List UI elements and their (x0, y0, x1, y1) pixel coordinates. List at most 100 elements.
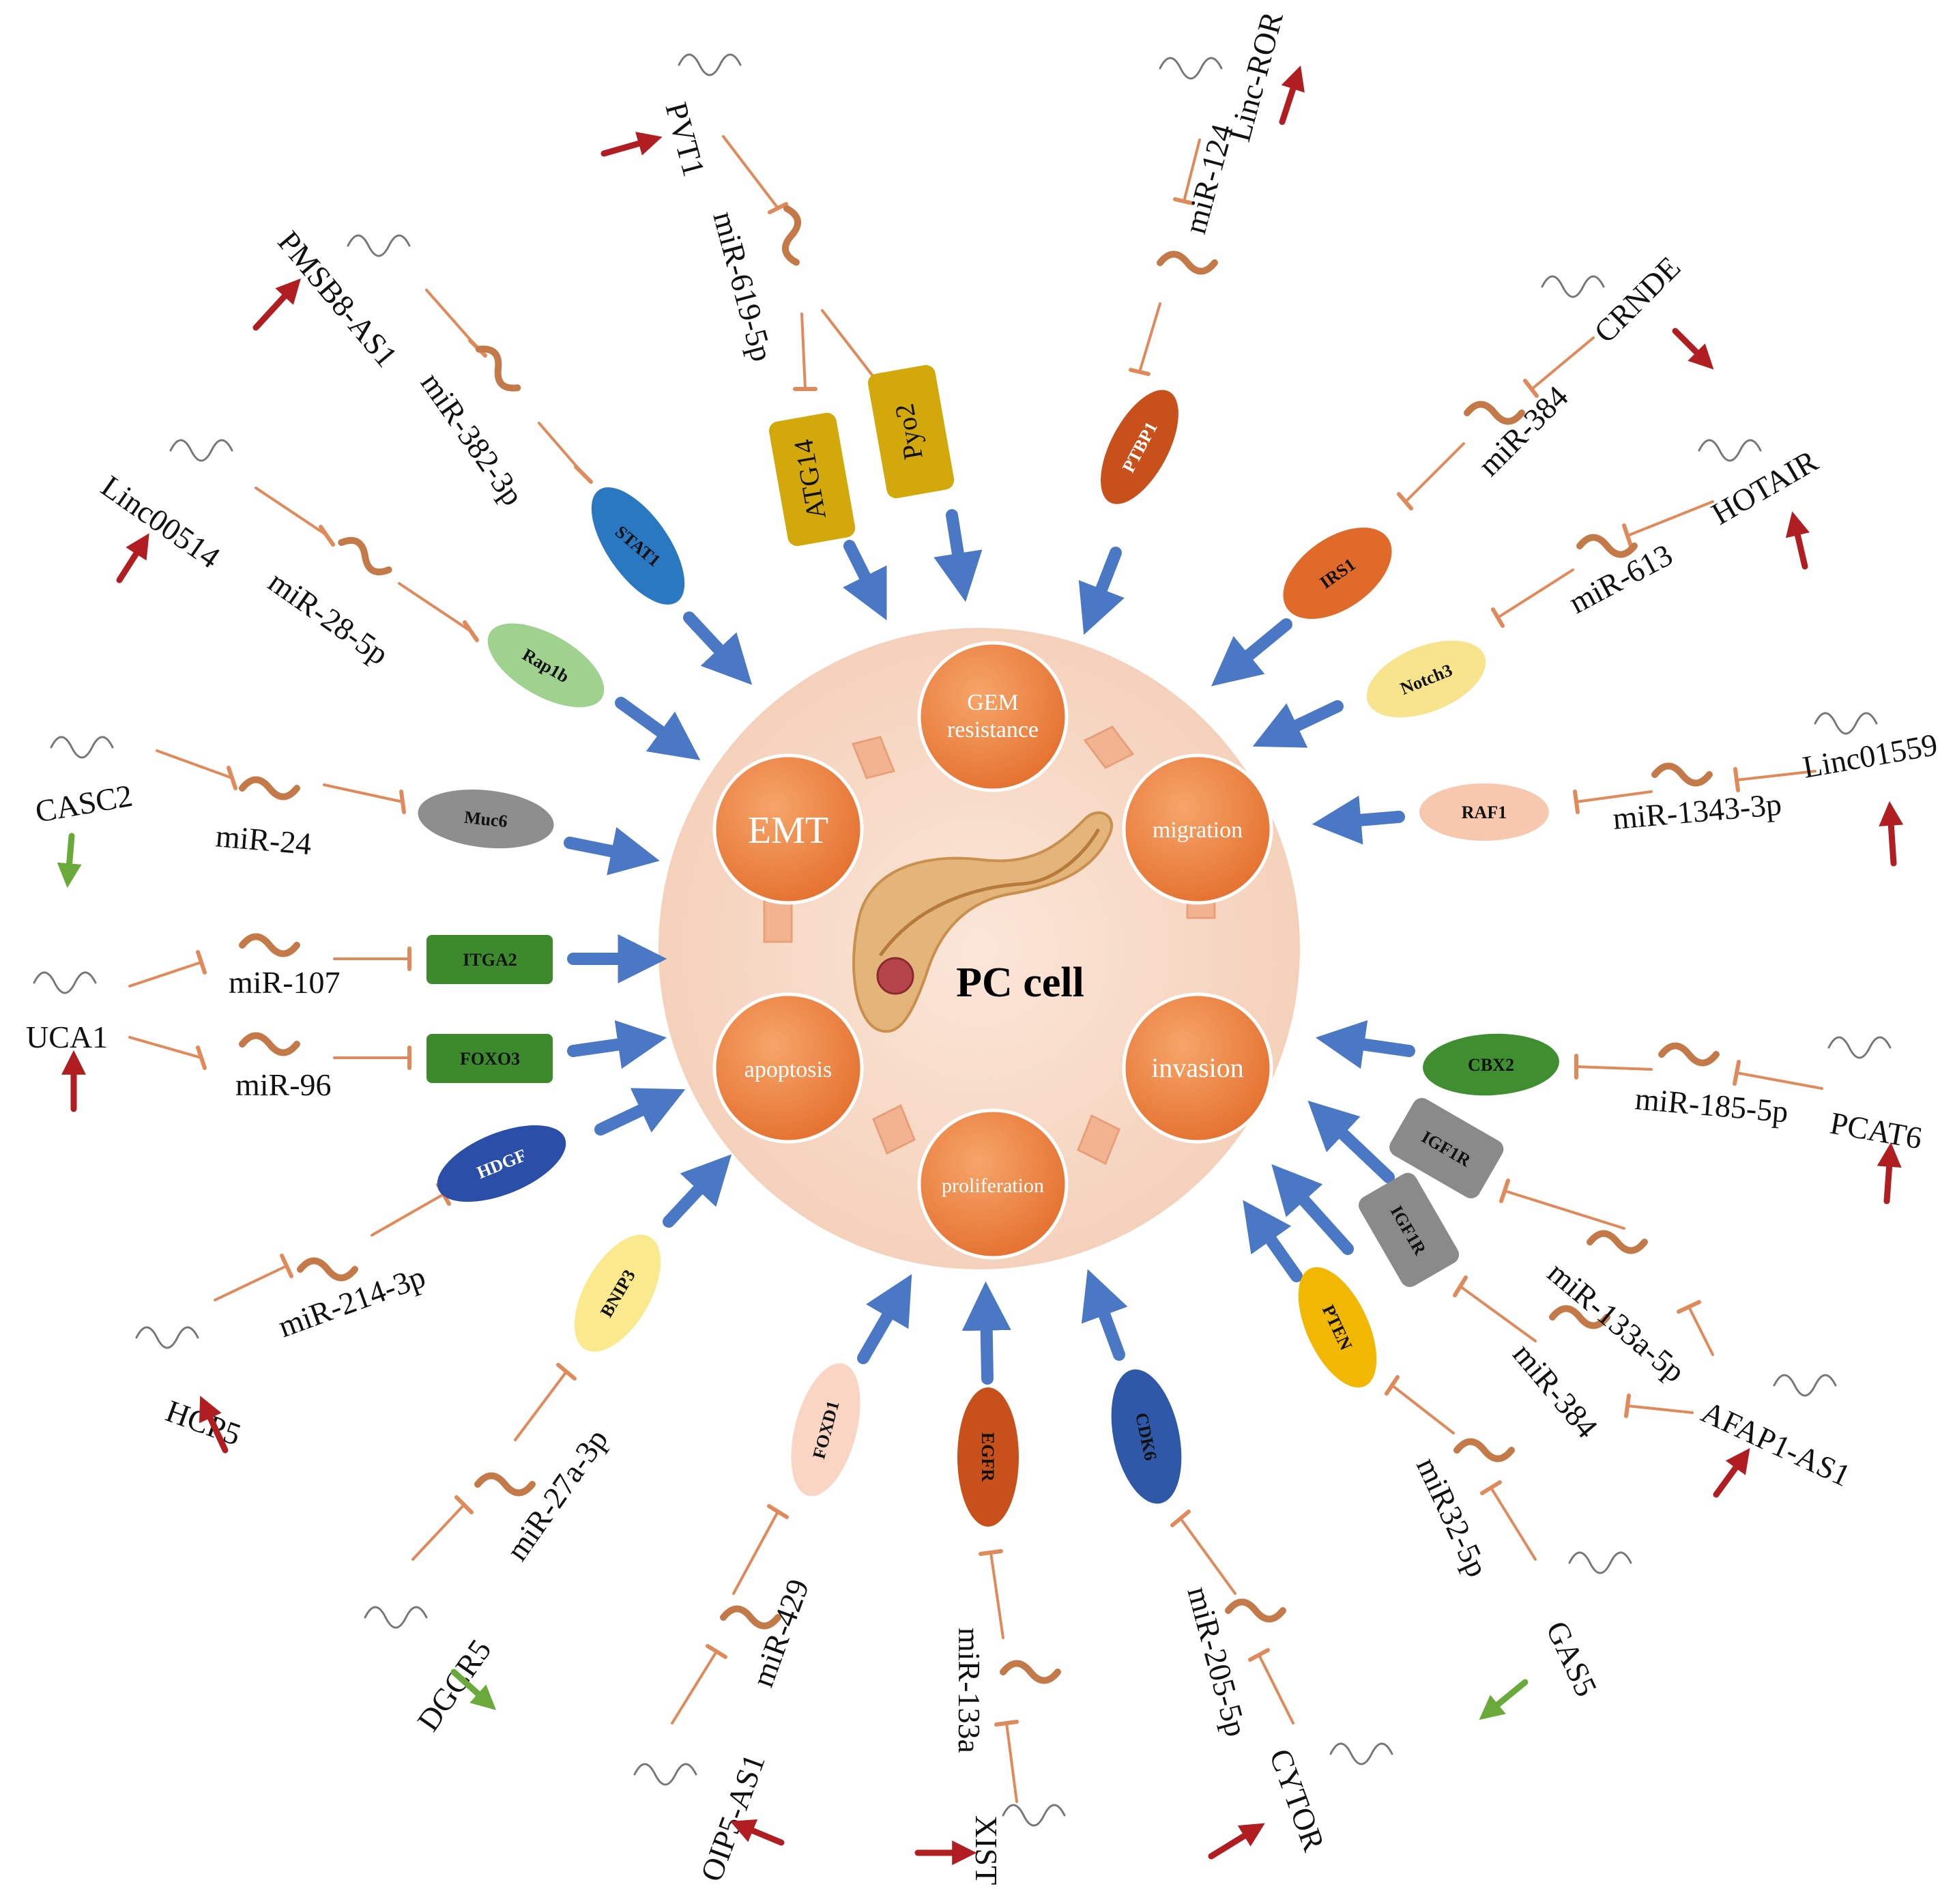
lncrna-structure-icon (1814, 712, 1878, 735)
up-arrow-icon (1279, 66, 1305, 126)
lncrna-structure-icon (678, 53, 742, 76)
mirna-icon (475, 345, 521, 392)
axis-afap1-as1-mirna-b: miR-384 (1506, 1337, 1604, 1445)
outcome-gem-line1: GEM (967, 690, 1019, 715)
mirna-icon (1658, 1042, 1720, 1067)
pancreas-illustration: PC cell (852, 811, 1114, 1033)
up-arrow-icon (1879, 800, 1904, 867)
outcome-emt-label: EMT (748, 809, 828, 852)
up-arrow-icon (1877, 1142, 1902, 1205)
lncrna-structure-icon (1002, 1804, 1066, 1827)
axis-linc-ror: PTBP1 miR-124 Linc-ROR (1078, 8, 1305, 635)
lncrna-structure-icon (33, 971, 97, 994)
outcome-migration: migration (1122, 753, 1273, 905)
up-arrow-icon (600, 132, 663, 157)
axis-pmsb8-as1-lnc: PMSB8-AS1 (271, 225, 404, 374)
lncrna-structure-icon (1568, 1551, 1632, 1574)
cycle-arrow (1077, 1114, 1120, 1166)
axis-oip5-as1-mirna: miR-429 (744, 1574, 815, 1691)
axis-hcp5-lnc: HCP5 (162, 1393, 246, 1452)
axis-linc01559-lnc: Linc01559 (1800, 727, 1940, 785)
axis-uca1-mirna-a: miR-107 (229, 965, 341, 1000)
axis-pcat6-lnc: PCAT6 (1827, 1106, 1924, 1156)
mirna-icon (1651, 762, 1713, 787)
lncrna-structure-icon (1329, 1742, 1393, 1765)
outcome-proliferation-label: proliferation (942, 1174, 1044, 1197)
axis-gas5-lnc: GAS5 (1539, 1616, 1604, 1702)
mirna-icon (1000, 1660, 1061, 1684)
axis-hcp5: HDGF miR-214-3p HCP5 (135, 1088, 686, 1454)
axis-pvt1: ATG14 Pyo2 miR-619-5p PVT1 (600, 53, 983, 620)
mirna-icon (1225, 1598, 1286, 1623)
up-arrow-icon (116, 533, 149, 583)
up-arrow-icon (1672, 328, 1714, 370)
axis-pcat6-target: CBX2 (1468, 1055, 1514, 1075)
cycle-arrow (763, 899, 793, 943)
up-arrow-icon (1713, 1447, 1750, 1498)
cycle-arrow (872, 1104, 916, 1155)
axis-dgcr5-lnc: DGCR5 (410, 1633, 497, 1737)
lncrna-structure-icon (347, 234, 411, 257)
axis-casc2-lnc: CASC2 (33, 778, 135, 829)
mirna-icon (239, 1032, 300, 1056)
axis-gas5-mirna: miR32-5p (1410, 1452, 1495, 1583)
axis-afap1-as1: IGF1R IGF1R miR-133a-5p miR-384 AFAP1-AS… (1271, 1097, 1856, 1498)
outcome-gem: GEM resistance (917, 641, 1069, 792)
up-arrow-icon (730, 1819, 785, 1846)
axis-afap1-as1-mirna-a: miR-133a-5p (1541, 1255, 1692, 1389)
mirna-icon (1453, 1438, 1515, 1462)
mirna-icon (239, 933, 300, 957)
lncrna-structure-icon (633, 1763, 697, 1786)
outcome-apoptosis-label: apoptosis (744, 1057, 832, 1082)
lncrna-structure-icon (1827, 1036, 1892, 1059)
cycle-arrow (851, 736, 896, 779)
outcome-invasion: invasion (1122, 992, 1273, 1144)
axis-uca1-target-a: ITGA2 (463, 950, 517, 970)
pancreas-body (852, 811, 1114, 1033)
lncrna-structure-icon (1541, 275, 1605, 298)
axis-xist-mirna: miR-133a (952, 1628, 987, 1753)
axis-linc-ror-lnc: Linc-ROR (1221, 8, 1290, 145)
mirna-icon (474, 1472, 536, 1497)
axis-uca1: ITGA2 FOXO3 miR-107 miR-96 UCA1 (26, 933, 667, 1112)
outcome-emt: EMT (712, 753, 864, 905)
mirna-icon (1576, 534, 1638, 558)
pancreas-duct (878, 828, 1101, 957)
center-group: GEM resistance migration invasion prolif… (658, 628, 1300, 1269)
down-arrow-icon (450, 1669, 497, 1710)
center-title: PC cell (956, 960, 1084, 1006)
down-arrow-icon (57, 833, 82, 889)
lncrna-structure-icon (135, 1326, 199, 1349)
axis-linc01559-target: RAF1 (1462, 803, 1507, 822)
axis-hotair-mirna: miR-613 (1563, 537, 1678, 620)
axis-linc01559: RAF1 miR-1343-3p Linc01559 (1312, 712, 1940, 867)
axis-crnde-mirna: miR-384 (1471, 379, 1575, 482)
mirna-icon (1464, 401, 1525, 425)
mirna-icon (338, 536, 392, 576)
axis-crnde-lnc: CRNDE (1587, 250, 1687, 349)
axis-afap1-as1-lnc: AFAP1-AS1 (1696, 1394, 1856, 1493)
down-arrow-icon (1479, 1679, 1529, 1720)
axis-uca1-lnc: UCA1 (26, 1020, 108, 1054)
tumor-mark (876, 957, 914, 995)
axis-pvt1-mirna: miR-619-5p (706, 207, 779, 364)
lncrna-structure-icon (1773, 1374, 1837, 1397)
lncrna-structure-icon (1698, 439, 1762, 462)
axis-crnde: IRS1 miR-384 CRNDE (1211, 250, 1714, 687)
axis-pcat6: CBX2 miR-185-5p PCAT6 (1315, 1020, 1925, 1205)
mirna-icon (297, 1257, 358, 1282)
axis-xist: EGFR miR-133a XIST (914, 1281, 1066, 1885)
mirna-icon (782, 205, 801, 266)
axis-oip5-as1: FOXD1 miR-429 OIP5-AS1 (633, 1273, 912, 1886)
axis-uca1-mirna-b: miR-96 (235, 1067, 332, 1102)
outcome-migration-label: migration (1153, 818, 1243, 843)
axis-oip5-as1-lnc: OIP5-AS1 (693, 1749, 771, 1886)
cycle-arrow (1083, 725, 1135, 769)
outcome-invasion-label: invasion (1151, 1052, 1244, 1083)
lncrna-structure-icon (1159, 57, 1223, 80)
axis-casc2: Muc6 miR-24 CASC2 (33, 736, 660, 889)
axis-pvt1-lnc: PVT1 (658, 98, 712, 179)
mirna-icon (1157, 250, 1218, 275)
axis-pcat6-mirna: miR-185-5p (1634, 1081, 1789, 1129)
